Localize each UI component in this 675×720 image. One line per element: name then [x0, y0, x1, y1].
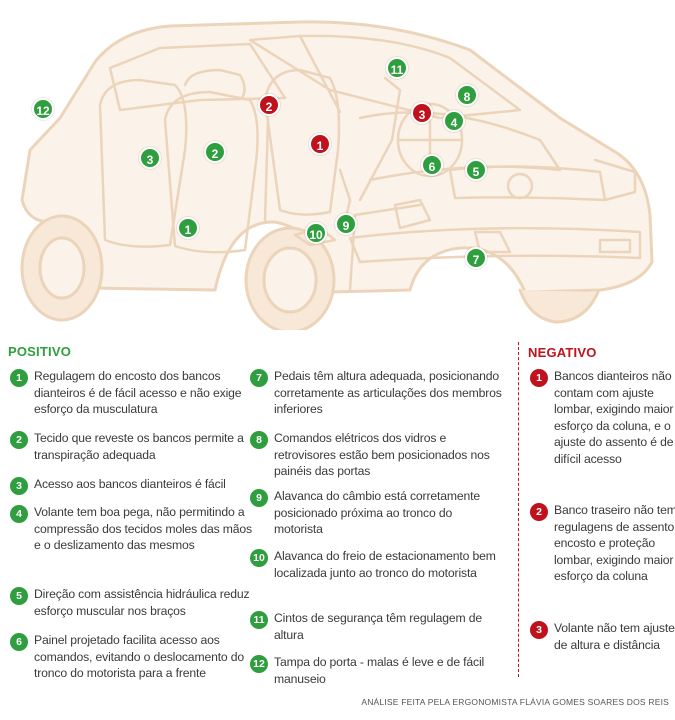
item-number: 5 [10, 587, 28, 605]
item-text: Acesso aos bancos dianteiros é fácil [34, 477, 226, 491]
list-item: 9 Alavanca do câmbio está corretamente p… [250, 488, 504, 538]
marker: 7 [465, 247, 487, 269]
marker: 9 [335, 213, 357, 235]
marker: 3 [139, 147, 161, 169]
marker: 8 [456, 84, 478, 106]
item-number: 1 [530, 369, 548, 387]
item-number: 2 [530, 503, 548, 521]
item-number: 10 [250, 549, 268, 567]
list-item: 2 Banco traseiro não tem regulagens de a… [530, 502, 675, 585]
item-text: Painel projetado facilita acesso aos com… [34, 633, 245, 680]
item-number: 11 [250, 611, 268, 629]
item-text: Cintos de segurança têm regulagem de alt… [274, 611, 483, 642]
list-item: 12 Tampa do porta - malas é leve e de fá… [250, 654, 504, 687]
marker: 11 [386, 57, 408, 79]
positivo-title: POSITIVO [8, 344, 72, 359]
section-divider [518, 342, 519, 677]
car-illustration [20, 20, 654, 330]
marker: 12 [32, 98, 54, 120]
list-item: 5 Direção com assistência hidráulica red… [10, 586, 254, 619]
item-number: 1 [10, 369, 28, 387]
item-number: 2 [10, 431, 28, 449]
list-item: 10 Alavanca do freio de estacionamento b… [250, 548, 504, 581]
item-number: 7 [250, 369, 268, 387]
list-item: 2 Tecido que reveste os bancos permite a… [10, 430, 254, 463]
item-number: 4 [10, 505, 28, 523]
item-text: Pedais têm altura adequada, posicionando… [274, 369, 502, 416]
marker: 2 [258, 94, 280, 116]
item-text: Regulagem do encosto dos bancos dianteir… [34, 369, 242, 416]
list-item: 3 Acesso aos bancos dianteiros é fácil [10, 476, 254, 495]
item-number: 3 [10, 477, 28, 495]
item-text: Tecido que reveste os bancos permite a t… [34, 431, 244, 462]
item-number: 8 [250, 431, 268, 449]
item-number: 6 [10, 633, 28, 651]
item-text: Direção com assistência hidráulica reduz… [34, 587, 250, 618]
list-item: 1 Regulagem do encosto dos bancos diante… [10, 368, 254, 418]
item-number: 3 [530, 621, 548, 639]
list-item: 4 Volante tem boa pega, não permitindo a… [10, 504, 254, 554]
credit-line: ANÁLISE FEITA PELA ERGONOMISTA FLÁVIA GO… [361, 697, 669, 707]
marker: 6 [421, 154, 443, 176]
list-item: 6 Painel projetado facilita acesso aos c… [10, 632, 254, 682]
marker: 5 [465, 159, 487, 181]
marker: 10 [305, 222, 327, 244]
item-number: 9 [250, 489, 268, 507]
marker: 1 [177, 217, 199, 239]
item-text: Banco traseiro não tem regulagens de ass… [554, 503, 675, 583]
marker: 1 [309, 133, 331, 155]
item-text: Alavanca do freio de estacionamento bem … [274, 549, 496, 580]
item-text: Volante tem boa pega, não permitindo a c… [34, 505, 252, 552]
list-item: 11 Cintos de segurança têm regulagem de … [250, 610, 504, 643]
list-item: 7 Pedais têm altura adequada, posicionan… [250, 368, 504, 418]
item-text: Comandos elétricos dos vidros e retrovis… [274, 431, 490, 478]
marker: 2 [204, 141, 226, 163]
item-text: Volante não tem ajuste de altura e distâ… [554, 621, 675, 652]
item-number: 12 [250, 655, 268, 673]
item-text: Bancos dianteiros não contam com ajuste … [554, 369, 674, 466]
item-text: Alavanca do câmbio está corretamente pos… [274, 489, 480, 536]
list-item: 8 Comandos elétricos dos vidros e retrov… [250, 430, 504, 480]
list-item: 3 Volante não tem ajuste de altura e dis… [530, 620, 675, 653]
negativo-title: NEGATIVO [528, 345, 597, 360]
item-text: Tampa do porta - malas é leve e de fácil… [274, 655, 485, 686]
marker: 3 [411, 102, 433, 124]
list-item: 1 Bancos dianteiros não contam com ajust… [530, 368, 675, 467]
marker: 4 [443, 110, 465, 132]
